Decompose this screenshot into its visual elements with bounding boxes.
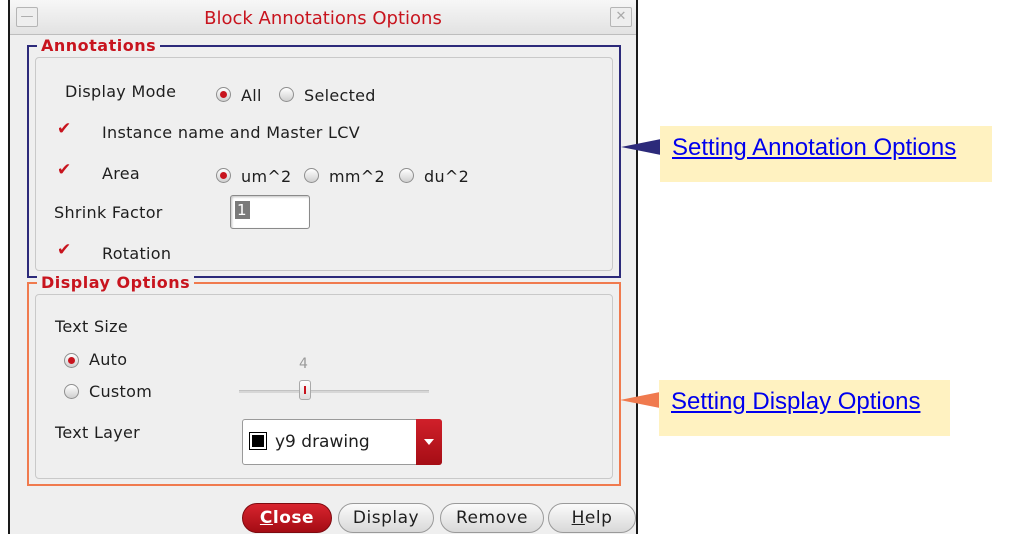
- display-button[interactable]: Display: [338, 503, 434, 533]
- close-window-icon[interactable]: ✕: [610, 7, 632, 27]
- chevron-down-icon[interactable]: [416, 419, 442, 465]
- remove-button[interactable]: Remove: [440, 503, 544, 533]
- display-mode-selected-label[interactable]: Selected: [304, 86, 376, 105]
- display-options-group: Display Options Text Size Auto Custom 4 …: [27, 273, 621, 486]
- close-button[interactable]: Close: [242, 503, 332, 533]
- shrink-factor-value: 1: [235, 201, 250, 219]
- text-size-label: Text Size: [55, 317, 128, 336]
- slider-value-label: 4: [299, 356, 309, 372]
- annotations-group: Annotations Display Mode All Selected In…: [27, 36, 621, 278]
- help-button[interactable]: Help: [548, 503, 636, 533]
- layer-color-swatch: [249, 432, 267, 450]
- area-um2-label[interactable]: um^2: [241, 167, 292, 186]
- display-options-legend: Display Options: [37, 273, 195, 292]
- title-bar[interactable]: — Block Annotations Options ✕: [10, 0, 636, 35]
- text-size-auto-label[interactable]: Auto: [89, 350, 128, 369]
- setting-annotation-options-link[interactable]: Setting Annotation Options: [672, 134, 957, 161]
- display-mode-selected-radio[interactable]: [279, 87, 294, 102]
- display-callout: Setting Display Options: [659, 380, 950, 436]
- display-pointer-arrow: [620, 392, 660, 408]
- rotation-checkbox[interactable]: [57, 242, 73, 258]
- area-um2-radio[interactable]: [216, 168, 231, 183]
- shrink-factor-input[interactable]: 1: [230, 195, 310, 229]
- area-mm2-radio[interactable]: [304, 168, 319, 183]
- text-size-auto-radio[interactable]: [64, 353, 79, 368]
- rotation-label: Rotation: [102, 244, 172, 263]
- area-du2-radio[interactable]: [399, 168, 414, 183]
- text-size-custom-label[interactable]: Custom: [89, 382, 153, 401]
- shrink-factor-label: Shrink Factor: [54, 203, 163, 222]
- area-checkbox[interactable]: [57, 162, 73, 178]
- annotations-inner-frame: [35, 57, 613, 271]
- block-annotations-dialog: — Block Annotations Options ✕ Annotation…: [8, 0, 638, 534]
- text-size-slider-track[interactable]: [239, 390, 429, 393]
- area-du2-label[interactable]: du^2: [424, 167, 470, 186]
- instance-name-label: Instance name and Master LCV: [102, 123, 360, 142]
- display-mode-all-label[interactable]: All: [241, 86, 262, 105]
- annotation-callout: Setting Annotation Options: [660, 126, 992, 182]
- display-mode-label: Display Mode: [65, 82, 177, 101]
- display-mode-all-radio[interactable]: [216, 87, 231, 102]
- dialog-title: Block Annotations Options: [204, 8, 442, 29]
- instance-name-checkbox[interactable]: [57, 121, 73, 137]
- text-size-custom-radio[interactable]: [64, 384, 79, 399]
- setting-display-options-link[interactable]: Setting Display Options: [671, 388, 921, 415]
- text-layer-value: y9 drawing: [275, 432, 370, 452]
- text-layer-dropdown[interactable]: y9 drawing: [242, 419, 442, 465]
- display-options-inner-frame: [35, 294, 613, 479]
- area-mm2-label[interactable]: mm^2: [329, 167, 385, 186]
- text-size-slider-thumb[interactable]: [299, 380, 311, 400]
- area-label: Area: [102, 164, 141, 183]
- text-layer-label: Text Layer: [55, 423, 141, 442]
- annotation-pointer-arrow: [621, 139, 661, 155]
- minimize-icon[interactable]: —: [16, 7, 38, 27]
- annotations-legend: Annotations: [37, 36, 161, 55]
